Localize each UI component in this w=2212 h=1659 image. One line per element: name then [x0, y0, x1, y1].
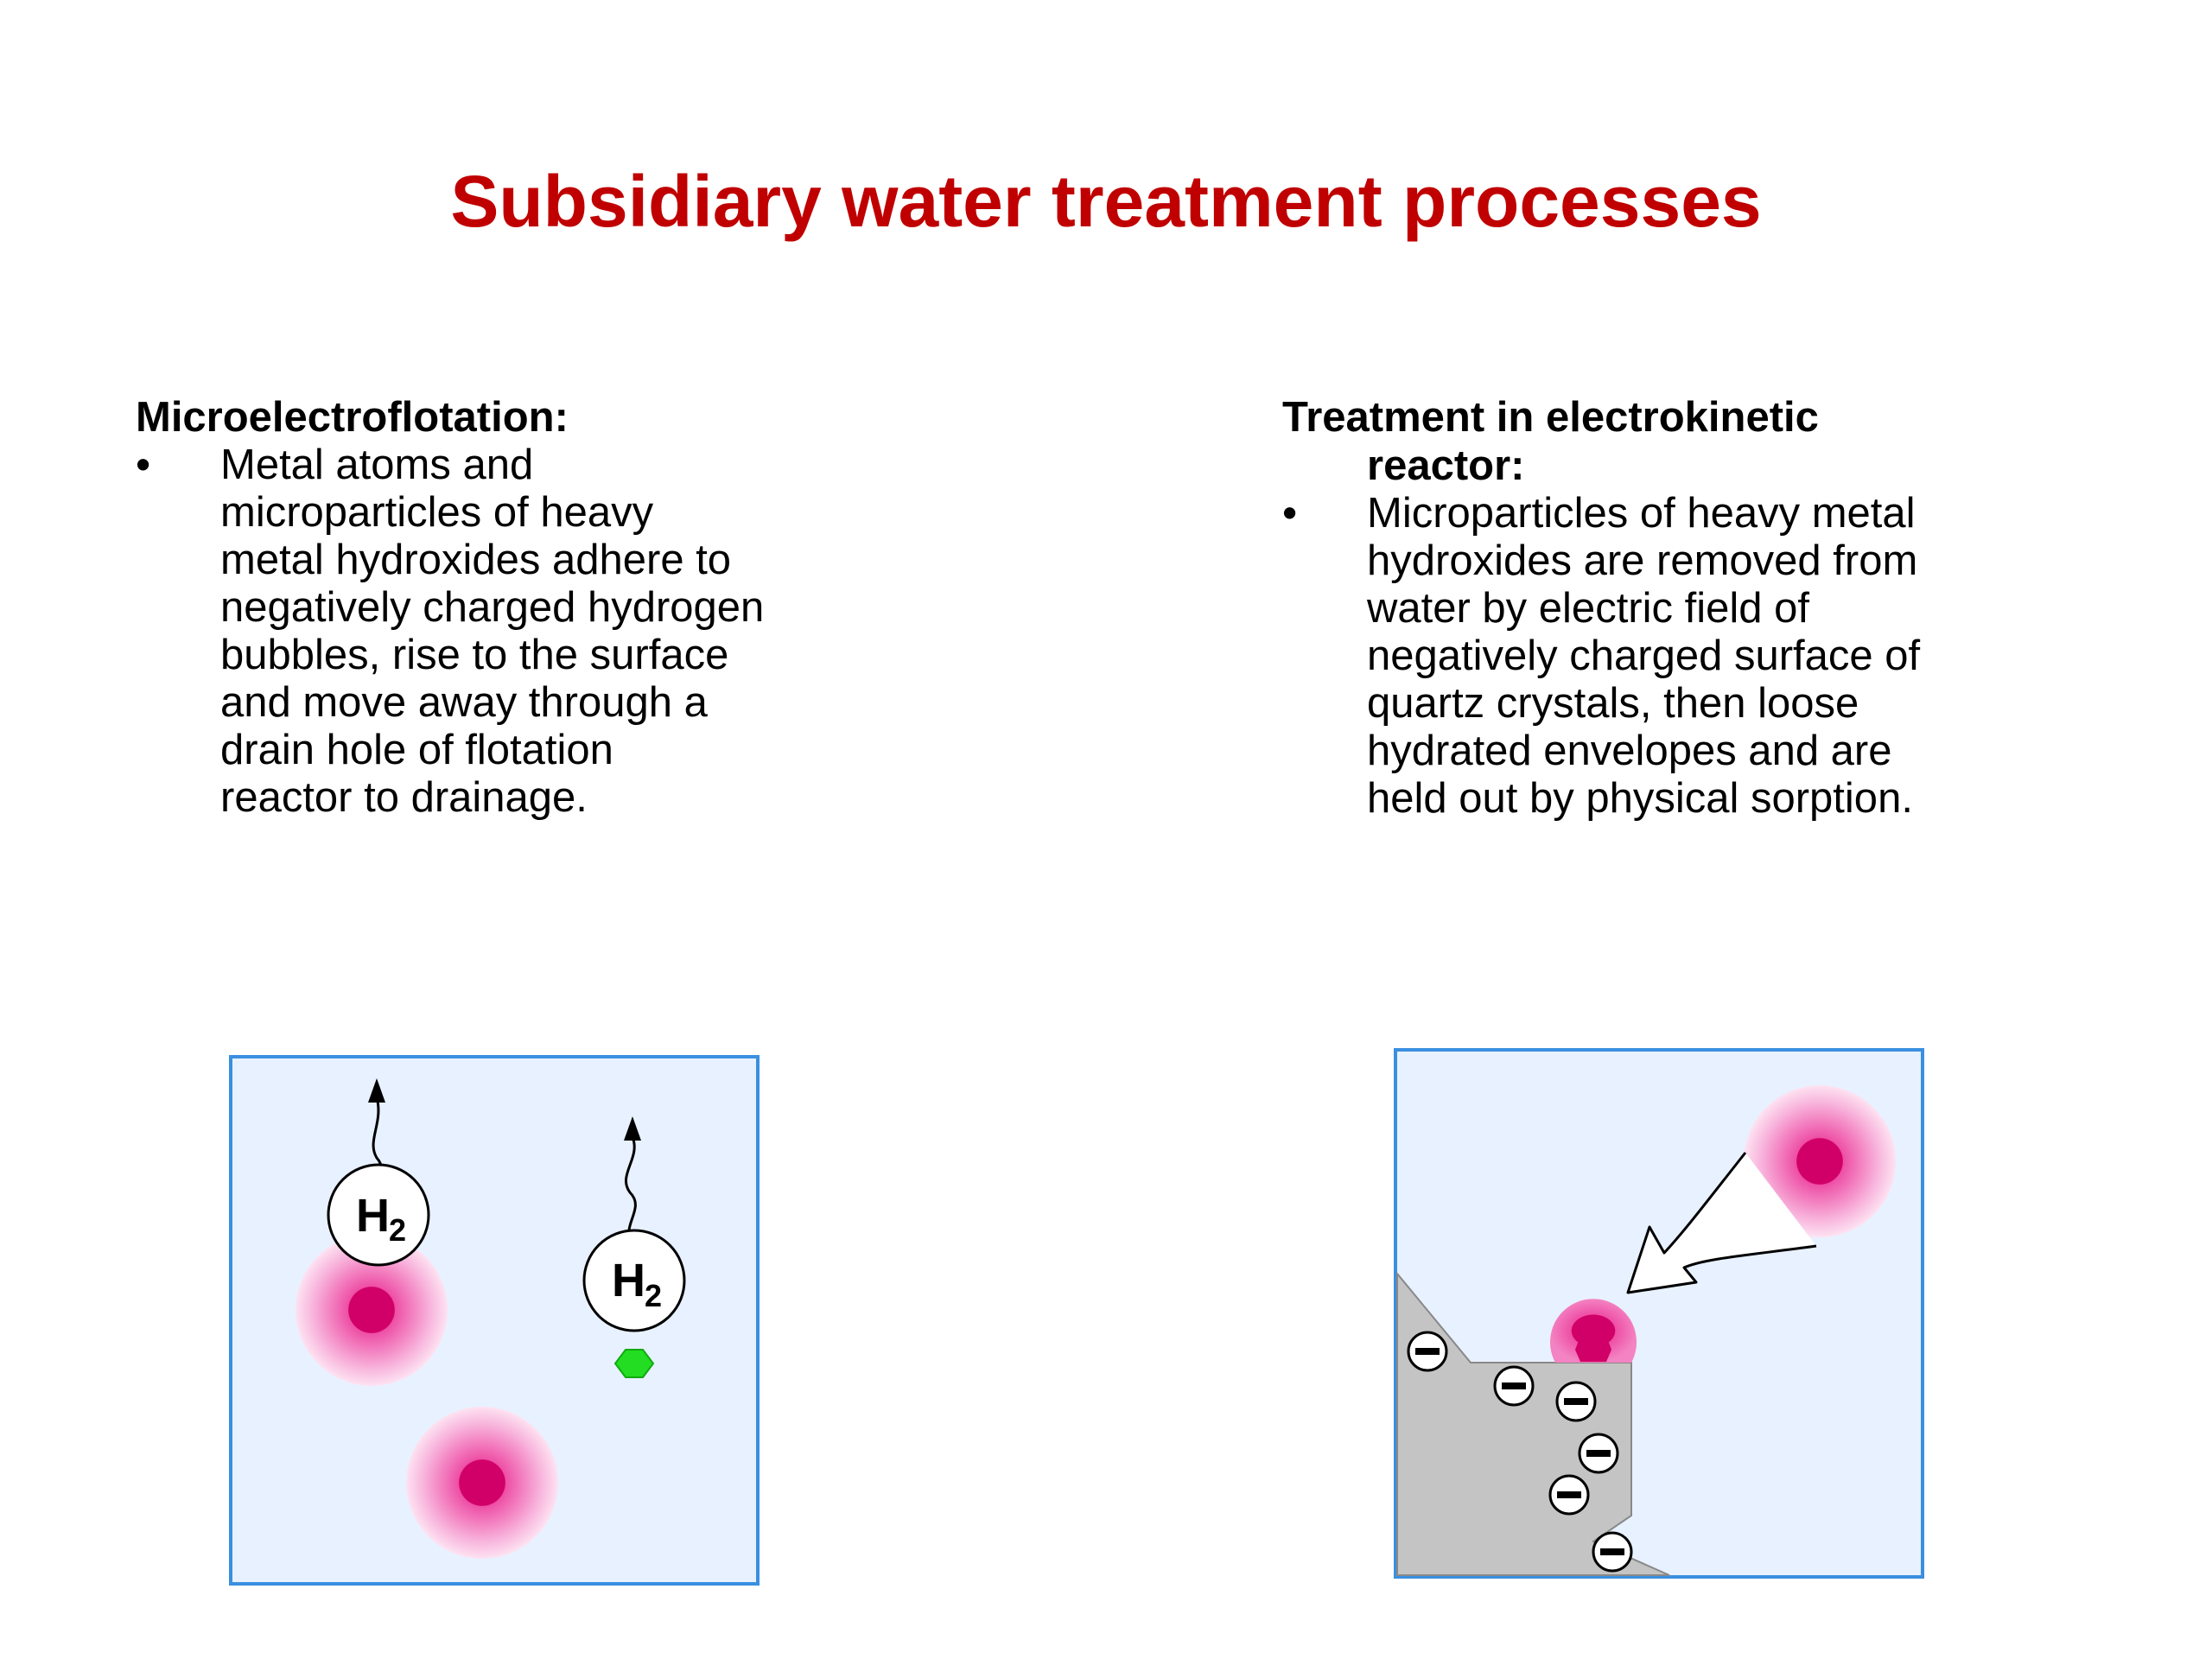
- flotation-diagram: H 2 H 2: [228, 1054, 760, 1586]
- bullet-dot: •: [1282, 490, 1298, 537]
- text-line: Metal atoms and: [220, 442, 534, 488]
- negative-charges: [1407, 1331, 1633, 1573]
- bullet-dot: •: [136, 442, 151, 488]
- bullet-item: • Microparticles of heavy metal hydroxid…: [1282, 490, 2060, 823]
- up-arrow-icon: [624, 1116, 641, 1141]
- bullet-text: Microparticles of heavy metal hydroxides…: [1367, 490, 2060, 823]
- up-arrow-icon: [368, 1078, 385, 1103]
- text-line: negatively charged hydrogen: [220, 584, 765, 631]
- bullet-item: • Metal atoms and microparticles of heav…: [136, 442, 913, 822]
- text-line: hydroxides are removed from: [1367, 537, 1918, 584]
- heavy-metal-particle: [296, 1234, 448, 1386]
- text-line: quartz crystals, then loose: [1367, 680, 1859, 727]
- negative-charge-icon: [1592, 1531, 1633, 1573]
- negative-charge-icon: [1548, 1474, 1590, 1516]
- bubble-label: H: [612, 1255, 645, 1306]
- section-heading: Treatment in electrokinetic reactor:: [1282, 393, 2060, 490]
- text-line: negatively charged surface of: [1367, 632, 1921, 679]
- text-line: reactor to drainage.: [220, 774, 588, 821]
- text-line: hydrated envelopes and are: [1367, 728, 1892, 774]
- section-heading: Microelectroflotation:: [136, 394, 569, 441]
- text-line: and move away through a: [220, 679, 708, 726]
- negative-charge-icon: [1578, 1433, 1619, 1474]
- movement-arrow-icon: [1626, 1152, 1817, 1294]
- bullet-text: Metal atoms and microparticles of heavy …: [220, 442, 913, 822]
- hydrogen-bubble: H 2: [327, 1163, 430, 1267]
- electrokinetic-diagram: [1393, 1047, 1925, 1580]
- text-line: Microparticles of heavy metal: [1367, 490, 1916, 537]
- bubble-subscript: 2: [645, 1278, 662, 1313]
- negative-charge-icon: [1555, 1381, 1597, 1422]
- heavy-metal-particle: [406, 1407, 558, 1559]
- slide-title: Subsidiary water treatment processes: [450, 161, 1762, 242]
- metal-atom: [613, 1349, 655, 1378]
- text-line: held out by physical sorption.: [1367, 775, 1913, 822]
- adsorbed-particle: [1550, 1299, 1637, 1363]
- text-line: metal hydroxides adhere to: [220, 537, 732, 583]
- negative-charge-icon: [1407, 1331, 1448, 1372]
- microelectroflotation-section: Microelectroflotation: • Metal atoms and…: [136, 393, 913, 822]
- bubble-label: H: [356, 1190, 390, 1242]
- bubble-subscript: 2: [389, 1212, 406, 1248]
- quartz-crystal: [1396, 1271, 1670, 1576]
- heading-line-2: reactor:: [1367, 442, 1525, 489]
- text-line: bubbles, rise to the surface: [220, 632, 729, 678]
- electrokinetic-section: Treatment in electrokinetic reactor: • M…: [1282, 393, 2060, 823]
- heavy-metal-particle: [1744, 1085, 1896, 1237]
- heading-line-1: Treatment in electrokinetic: [1282, 394, 1819, 441]
- text-line: microparticles of heavy: [220, 489, 654, 536]
- text-line: drain hole of flotation: [220, 727, 613, 773]
- hydrogen-bubble: H 2: [582, 1229, 686, 1332]
- text-line: water by electric field of: [1367, 585, 1809, 632]
- negative-charge-icon: [1493, 1365, 1535, 1407]
